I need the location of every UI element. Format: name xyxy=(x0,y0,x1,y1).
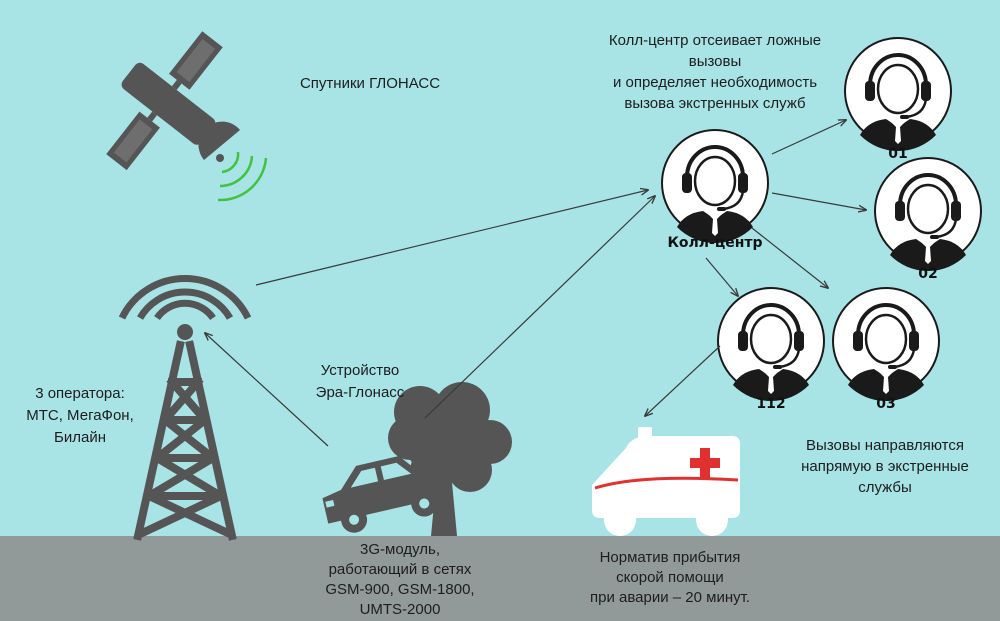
tree-icon xyxy=(388,382,512,536)
ground-strip xyxy=(0,536,1000,621)
operators-label-line: МТС, МегаФон, xyxy=(26,407,134,424)
call-center-filter-line: вызова экстренных служб xyxy=(624,95,806,112)
radio-tower-icon xyxy=(118,275,252,541)
device-label-line: Эра-Глонасс xyxy=(315,384,405,401)
call-center-filter-line: Колл-центр отсеивает ложные xyxy=(608,32,822,49)
car-crash-icon xyxy=(322,456,450,533)
operator-headset-icon-01 xyxy=(843,36,953,154)
operator-headset-icon-call-center xyxy=(660,128,770,246)
satellite-icon xyxy=(106,31,240,171)
ambulance-icon xyxy=(592,427,740,536)
direct-calls-line: Вызовы направляются xyxy=(806,437,964,454)
service-03-label: 03 xyxy=(876,396,896,412)
module-label: 3G-модуль, работающий в сетях GSM-900, G… xyxy=(310,540,490,620)
module-label-line: 3G-модуль, xyxy=(360,541,440,558)
call-center-filter-line: вызовы xyxy=(688,53,742,70)
module-label-line: UMTS-2000 xyxy=(359,601,441,618)
arrival-norm-line: скорой помощи xyxy=(616,569,724,586)
device-label: Устройство Эра-Глонасс xyxy=(300,360,420,404)
operators-label-line: 3 оператора: xyxy=(35,385,125,402)
call-center-filter-label: Колл-центр отсеивает ложные вызовы и опр… xyxy=(585,30,845,114)
module-label-line: работающий в сетях xyxy=(328,561,472,578)
flow-arrows xyxy=(205,120,866,447)
arrival-norm-line: Норматив прибытия xyxy=(599,549,741,566)
call-center-label: Колл-центр xyxy=(667,235,763,251)
direct-calls-line: службы xyxy=(858,479,912,496)
service-01-label: 01 xyxy=(888,146,908,162)
call-center-filter-line: и определяет необходимость xyxy=(612,74,818,91)
direct-calls-line: напрямую в экстренные xyxy=(801,458,969,475)
arrival-norm-line: при аварии – 20 минут. xyxy=(590,589,750,606)
service-02-label: 02 xyxy=(918,266,938,282)
operators-label: 3 оператора: МТС, МегаФон, Билайн xyxy=(12,383,148,449)
direct-calls-label: Вызовы направляются напрямую в экстренны… xyxy=(790,435,980,498)
arrival-norm-label: Норматив прибытия скорой помощи при авар… xyxy=(565,548,775,608)
operator-headset-icon-02 xyxy=(873,156,983,274)
operator-headset-icon-112 xyxy=(716,286,826,404)
module-label-line: GSM-900, GSM-1800, xyxy=(325,581,475,598)
operators-label-line: Билайн xyxy=(54,429,106,446)
satellite-signal-waves xyxy=(217,151,268,202)
satellites-label: Спутники ГЛОНАСС xyxy=(299,75,441,92)
operator-headset-icon-03 xyxy=(831,286,941,404)
service-112-label: 112 xyxy=(756,396,786,412)
device-label-line: Устройство xyxy=(320,362,400,379)
